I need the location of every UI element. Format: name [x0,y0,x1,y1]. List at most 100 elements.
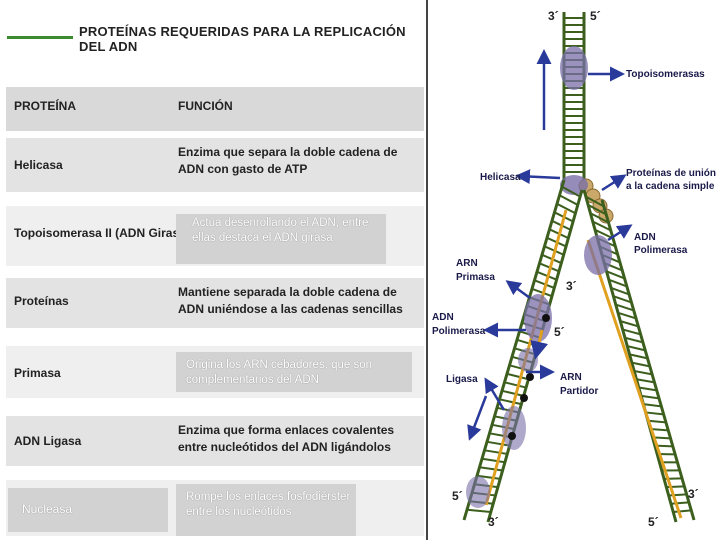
row-protein: Nucleasa [22,502,73,516]
ladder-rung [643,403,662,408]
prime-bottom-right-3: 3´ [688,487,699,501]
ladder-rung [608,278,628,288]
protein-table: PROTEÍNAS REQUERIDAS PARA LA REPLICACIÓN… [3,10,424,538]
label-ligasa: Ligasa [446,374,478,385]
replication-fork-diagram: Topoisomerasas Helicasa Proteínas de uni… [432,9,716,529]
ladder-rung [620,320,639,328]
table-header-row: PROTEÍNA FUNCIÓN [6,87,424,131]
ladder-rung [613,295,632,304]
table-row: ADN Ligasa Enzima que forma enlaces cova… [6,416,424,466]
label-adn-polimerasa-right-1: ADN [634,232,656,243]
table-row: Topoisomerasa II (ADN Girasa) Actúa dese… [6,206,424,266]
ladder-rung [629,353,648,360]
prime-mid-3: 3´ [566,279,577,293]
parental-dna-ladder [562,12,586,180]
ladder-rung [476,474,501,480]
ladder-rung [615,303,635,312]
ladder-rung [589,212,609,224]
protein-overlay-box [8,488,168,532]
table-row: Proteínas Mantiene separada la doble cad… [6,278,424,328]
polymerase-blob-bottom [466,476,490,508]
row-function: Mantiene separada la doble cadena de ADN… [178,285,403,316]
label-proteinas-union-2: a la cadena simple [626,181,715,192]
ladder-rung [506,372,529,381]
table-row: Primasa Origina los ARN cebadores, que s… [6,346,424,398]
ladder-rung [501,389,524,397]
ladder-rung [647,419,667,424]
ladder-rung [499,398,522,406]
dna-polymerase-lagging [524,294,552,342]
topoisomerase-enzyme [560,46,588,90]
ladder-rung [645,411,664,416]
ladder-rung [592,220,612,232]
label-adn-polimerasa-left-1: ADN [432,312,454,323]
label-arn-primasa-1: ARN [456,258,478,269]
row-function: Rompe los enlaces fosfodiérster entre lo… [186,491,351,518]
ladder-rung [624,336,644,344]
prime-mid-5: 5´ [554,325,565,339]
function-overlay-box [176,352,412,392]
ladder-rung [466,508,491,514]
ladder-rung [668,493,687,497]
table-row: Nucleasa Rompe los enlaces fosfodiérster… [6,480,424,536]
ladder-rung [479,466,503,472]
ladder-rung [617,311,637,320]
row-protein: Helicasa [14,158,63,172]
row-function: Origina los ARN cebadores, que son compl… [186,359,373,386]
prime-bottom-left-3: 3´ [488,515,499,529]
ladder-rung [633,369,653,376]
label-arrows [467,49,633,441]
leading-new-strand [586,239,683,519]
label-helicasa: Helicasa [480,172,521,183]
ladder-rung [486,440,510,447]
ladder-rung [650,428,669,432]
label-adn-polimerasa-right-2: Polimerasa [634,245,688,256]
ladder-rung [673,509,692,514]
row-protein: Primasa [14,366,61,380]
label-arn-primasa-2: Primasa [456,272,495,283]
header-protein: PROTEÍNA [14,99,77,113]
ladder-rung [640,394,660,400]
ladder-rung [636,378,655,384]
rna-primer-dots [508,314,550,440]
row-function: Actúa desenrollando el ADN, entre ellas … [192,217,369,244]
ladder-rung [556,202,576,215]
ladder-rung [670,501,690,505]
ladder-rung [610,286,630,296]
prime-bottom-left-5: 5´ [452,489,463,503]
prime-top-right: 5´ [590,9,601,23]
synthesis-direction-arrows [530,329,549,360]
ladder-rung [594,228,614,240]
label-arn-partidor-1: ARN [560,372,582,383]
ladder-rung [481,457,506,464]
table-row: Helicasa Enzima que separa la doble cade… [6,138,424,192]
row-function: Enzima que forma enlaces covalentes entr… [178,423,395,454]
label-topoisomerasas: Topoisomerasas [626,69,705,80]
primase-enzyme [518,348,538,372]
table-title-bar: PROTEÍNAS REQUERIDAS PARA LA REPLICACIÓN… [3,10,423,60]
ladder-rung [531,287,553,298]
ladder-rung [631,361,651,368]
ladder-rung [585,195,605,208]
row-protein: ADN Ligasa [14,434,82,448]
dna-polymerase-leading [584,235,612,275]
ladder-rung [484,449,508,455]
ladder-rung [561,185,581,198]
prime-top-left: 3´ [548,9,559,23]
ladder-rung [559,194,579,206]
ladder-rung [587,204,607,216]
row-protein: Proteínas [14,294,69,308]
function-overlay-box [176,484,356,536]
label-adn-polimerasa-left-2: Polimerasa [432,326,486,337]
panel-divider [426,0,428,540]
label-arn-partidor-2: Partidor [560,386,598,397]
table-title: PROTEÍNAS REQUERIDAS PARA LA REPLICACIÓN… [73,24,423,54]
row-protein: Topoisomerasa II (ADN Girasa) [14,226,190,240]
ladder-rung [627,345,646,352]
header-function: FUNCIÓN [178,99,233,113]
row-function: Enzima que separa la doble cadena de ADN… [178,145,398,176]
ladder-rung [504,381,527,389]
ladder-rung [638,386,657,392]
prime-bottom-right-5: 5´ [648,515,659,529]
ligase-enzyme [502,406,526,450]
